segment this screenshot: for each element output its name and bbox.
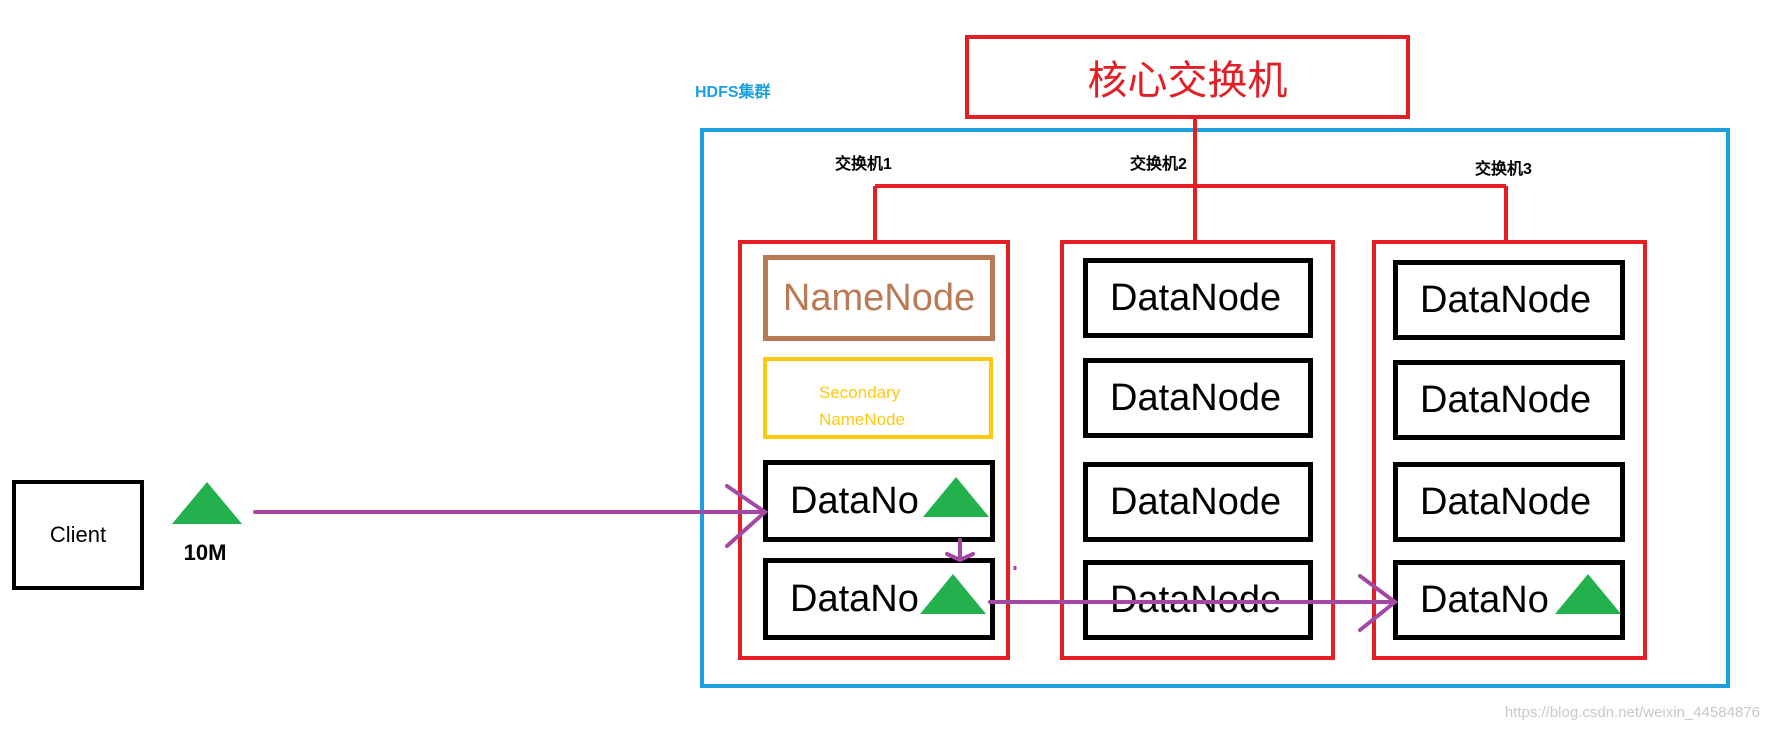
rack3-datanode-1: DataNode (1393, 260, 1625, 340)
rack2-datanode-3: DataNode (1083, 462, 1313, 542)
write-pipeline-arrows (253, 484, 1399, 632)
switch-2-label: 交换机2 (1130, 156, 1187, 173)
secondary-namenode-box: Secondary NameNode (763, 357, 993, 439)
client-box: Client (12, 480, 144, 590)
green-triangle-block-icon (920, 574, 986, 614)
hdfs-cluster-frame (700, 128, 1730, 688)
rack2-datanode-2: DataNode (1083, 358, 1313, 438)
core-switch: 核心交换机 (965, 35, 1410, 119)
watermark: https://blog.csdn.net/weixin_44584876 (1504, 704, 1760, 721)
rack-3 (1372, 240, 1647, 660)
replica-down-arrowhead (945, 552, 975, 563)
rack3-datanode-3: DataNode (1393, 462, 1625, 542)
hdfs-cluster-label: HDFS集群 (695, 84, 771, 101)
secondary-namenode-line1: Secondary (819, 383, 901, 402)
switch-3-label: 交换机3 (1475, 161, 1532, 178)
rack3-datanode-2: DataNode (1393, 360, 1625, 440)
rack2-datanode-1: DataNode (1083, 258, 1313, 338)
rack1-datanode-b: DataNo (763, 558, 995, 640)
client-arrowhead (725, 484, 769, 548)
rack3-arrowhead (1358, 574, 1399, 632)
green-triangle-block-icon (923, 477, 989, 517)
switch-links (873, 119, 1508, 240)
rack1-datanode-a: DataNo (763, 460, 995, 542)
secondary-namenode-line2: NameNode (819, 410, 905, 429)
rack-1 (738, 240, 1010, 660)
rack-2 (1060, 240, 1335, 660)
namenode-box: NameNode (763, 255, 995, 341)
block-size-label: 10M (183, 540, 227, 565)
green-triangle-block-icon (1555, 574, 1621, 614)
green-triangle-block-icon (172, 482, 242, 524)
switch-1-label: 交换机1 (835, 156, 892, 173)
